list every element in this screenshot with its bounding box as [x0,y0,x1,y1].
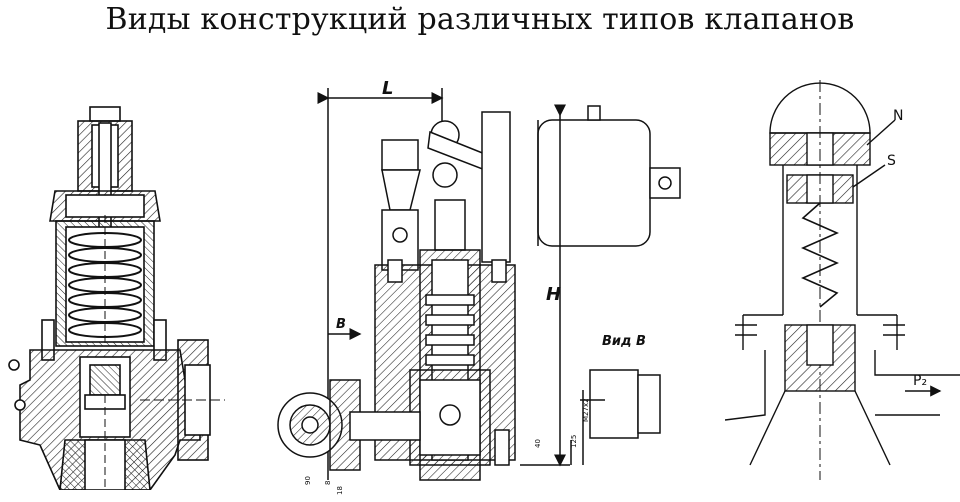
dimension-40-label: 40 [534,439,542,448]
label-p2: P₂ [913,373,927,389]
label-n: N [893,108,903,124]
arrow-b-label: B [336,317,346,332]
dimension-l-label: L [382,78,393,99]
valve-schematic-diagram: N S P₂ [725,80,960,480]
dimension-125-label: 125 [570,435,578,448]
label-s: S [887,153,896,169]
dimension-18-label: 18 [336,486,344,495]
dimension-m27-label: M27x2 [582,398,590,422]
page-title: Виды конструкций различных типов клапано… [105,2,855,37]
dimension-8-label: 8 [324,481,332,485]
lever-valve-drawing: L H B Вид В M27x2 125 40 90 18 8 [277,78,681,495]
view-b-label: Вид В [602,334,646,349]
dimension-h-label: H [546,284,561,305]
spring-safety-valve-drawing [8,106,225,490]
dimension-90-label: 90 [304,476,312,485]
